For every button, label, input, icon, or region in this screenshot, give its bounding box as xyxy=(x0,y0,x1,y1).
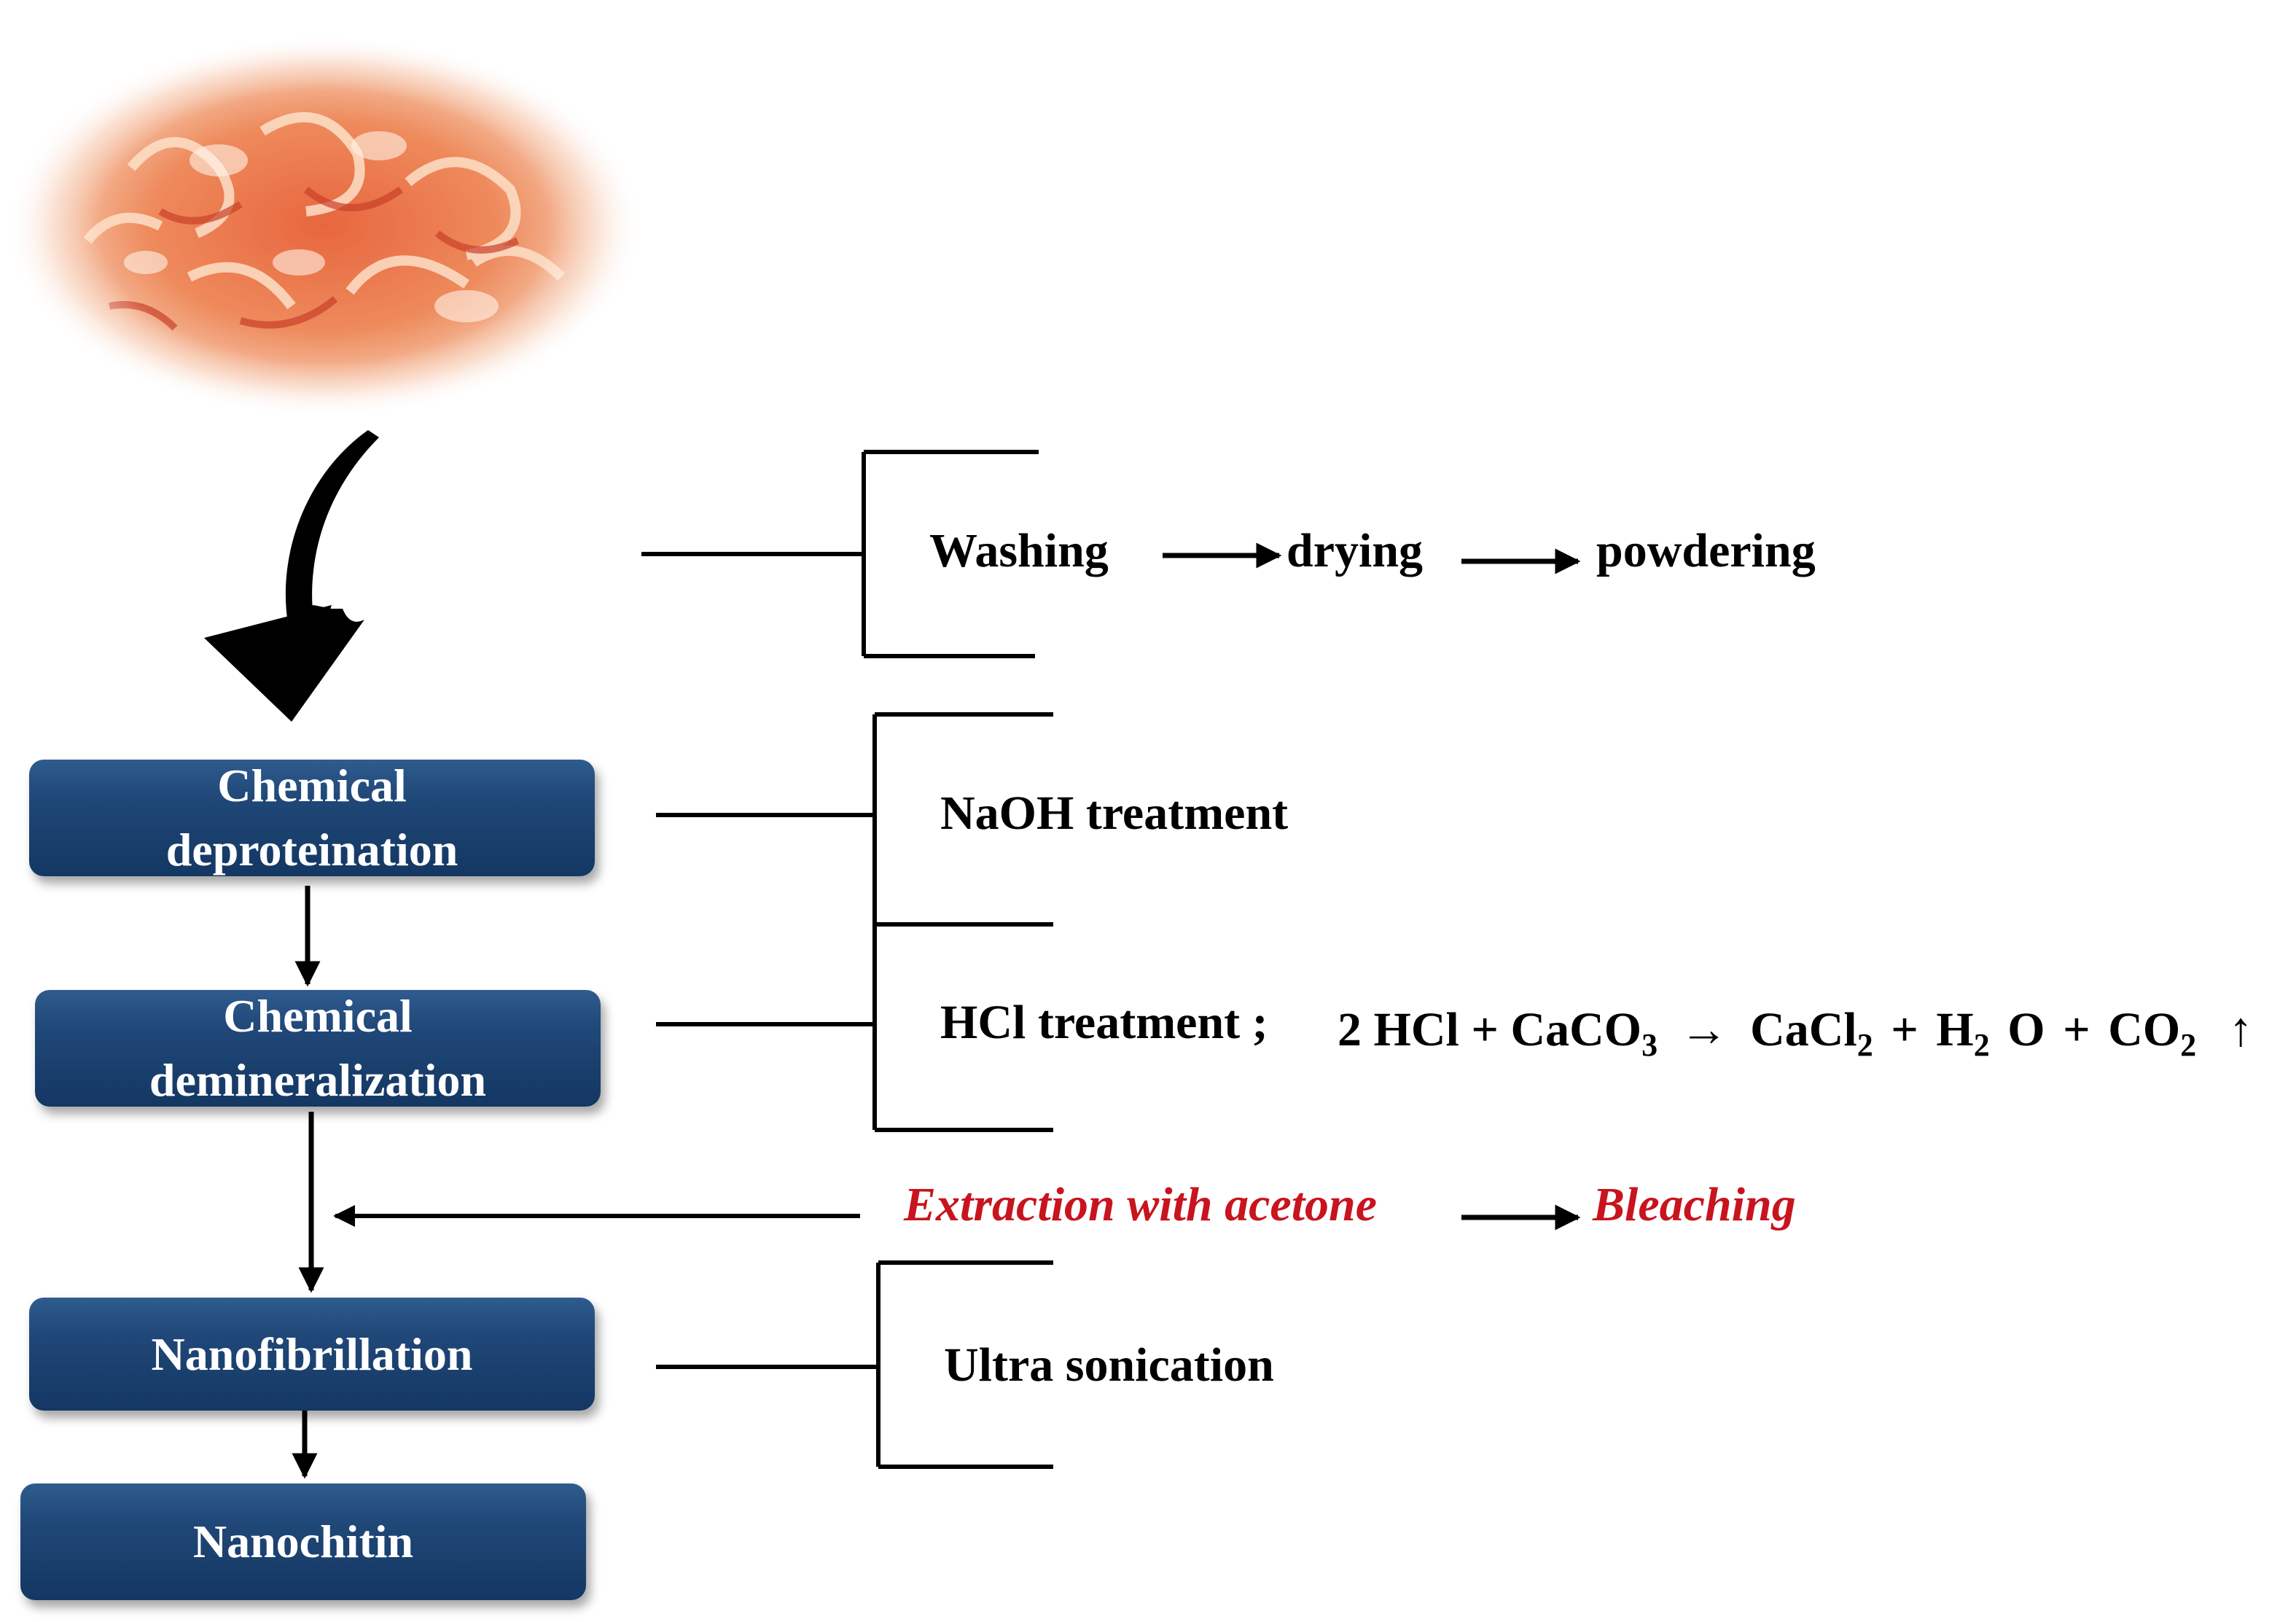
reaction-arrow-icon: → xyxy=(1679,1003,1728,1056)
treatment-bracket xyxy=(656,712,1053,1132)
step-nanochitin: Nanochitin xyxy=(20,1483,586,1600)
equation-subscript: 2 xyxy=(1856,1027,1873,1064)
equation-plus: + xyxy=(2063,1003,2090,1056)
equation-product-co: CO xyxy=(2108,1003,2181,1056)
step-chemical-deproteination: Chemical deproteination xyxy=(29,760,595,876)
gas-evolution-arrow-icon: ↑ xyxy=(2228,1003,2253,1056)
sonication-bracket xyxy=(656,1260,1053,1469)
step-label: Nanofibrillation xyxy=(151,1327,473,1380)
equation-reactants: 2 HCl + CaCO xyxy=(1338,1003,1642,1056)
shrimp-shell-photo xyxy=(4,33,645,419)
curved-arrow-icon xyxy=(204,430,379,722)
step-label-line2: demineralization xyxy=(149,1054,487,1106)
equation-subscript: 3 xyxy=(1641,1027,1658,1064)
step-label-line1: Chemical xyxy=(223,990,413,1042)
label-powdering: powdering xyxy=(1596,524,1816,577)
step-chemical-demineralization: Chemical demineralization xyxy=(35,990,601,1107)
label-naoh-treatment: NaOH treatment xyxy=(940,787,1289,840)
label-bleaching: Bleaching xyxy=(1593,1178,1796,1231)
step-label-line2: deproteination xyxy=(165,824,458,876)
equation-subscript: 2 xyxy=(1973,1027,1990,1064)
label-hcl-treatment: HCl treatment ; xyxy=(940,996,1268,1049)
label-drying: drying xyxy=(1286,524,1424,577)
step-nanofibrillation: Nanofibrillation xyxy=(29,1298,595,1411)
pretreatment-bracket xyxy=(641,450,1039,658)
step-label-line1: Chemical xyxy=(217,760,407,811)
label-washing: Washing xyxy=(929,524,1109,577)
equation-plus: + xyxy=(1891,1003,1918,1056)
step-label: Nanochitin xyxy=(192,1516,414,1567)
equation-subscript: 2 xyxy=(2180,1027,2197,1064)
reaction-equation: 2 HCl + CaCO3 → CaCl2 + H2 O + CO2 ↑ xyxy=(1338,1002,2253,1064)
equation-product-o: O xyxy=(2007,1003,2045,1056)
label-ultra-sonication: Ultra sonication xyxy=(944,1338,1274,1392)
equation-product-h: H xyxy=(1936,1003,1974,1056)
equation-product-cacl: CaCl xyxy=(1750,1003,1857,1056)
label-extraction-acetone: Extraction with acetone xyxy=(904,1178,1378,1231)
